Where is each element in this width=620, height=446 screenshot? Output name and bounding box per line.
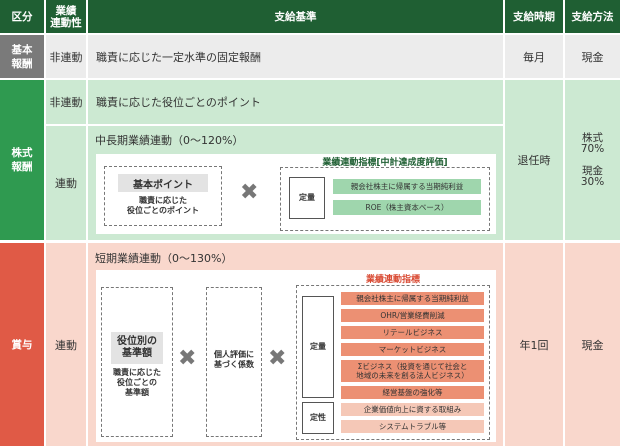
base-timing-text: 毎月 bbox=[523, 50, 545, 64]
stock-nonlinked-criteria-text: 職責に応じた役位ごとのポイント bbox=[96, 96, 261, 109]
bonus-formula-panel: 役位別の 基準額 職責に応じた 役位ごとの 基準額 ✖ 個人評価に 基づく係数 … bbox=[96, 270, 496, 442]
base-amount-desc: 職責に応じた 役位ごとの 基準額 bbox=[113, 368, 161, 397]
header-linkage-text: 業績 連動性 bbox=[50, 4, 82, 29]
bonus-qual-item: システムトラブル等 bbox=[341, 420, 484, 433]
stock-nonlinked-linkage: 非連動 bbox=[46, 80, 86, 124]
base-label-text: 基本 報酬 bbox=[11, 43, 33, 70]
stock-quant-label: 定量 bbox=[289, 177, 325, 219]
bonus-qual-label: 定性 bbox=[302, 402, 334, 434]
stock-nonlinked-criteria: 職責に応じた役位ごとのポイント bbox=[88, 80, 503, 124]
stock-indicator-box: 定量 親会社株主に帰属する当期純利益 ROE（株主資本ベース） bbox=[280, 167, 490, 231]
bonus-qual-item: 企業価値向上に資する取組み bbox=[341, 403, 484, 416]
stock-method: 株式 70% 現金 30% bbox=[565, 80, 620, 240]
bonus-quant-item: マーケットビジネス bbox=[341, 343, 484, 356]
header-linkage: 業績 連動性 bbox=[46, 0, 86, 33]
bonus-timing-text: 年1回 bbox=[519, 338, 549, 352]
bonus-linkage-text: 連動 bbox=[55, 338, 77, 352]
bonus-quant-item: リテールビジネス bbox=[341, 326, 484, 339]
base-method-text: 現金 bbox=[581, 50, 604, 64]
base-label: 基本 報酬 bbox=[0, 35, 44, 78]
header-category: 区分 bbox=[0, 0, 44, 33]
bonus-label-text: 賞与 bbox=[11, 339, 33, 351]
bonus-method: 現金 bbox=[565, 243, 620, 446]
bonus-indicator-box: 定量 定性 親会社株主に帰属する当期純利益 OHR/営業経費削減 リテールビジネ… bbox=[296, 285, 490, 440]
stock-timing: 退任時 bbox=[505, 80, 563, 240]
stock-formula-panel: 基本ポイント 職責に応じた 役位ごとのポイント ✖ 業績連動指標[中計達成度評価… bbox=[96, 154, 496, 234]
multiply-icon: ✖ bbox=[268, 346, 287, 371]
stock-linked-criteria: 中長期業績連動（0〜120%） 基本ポイント 職責に応じた 役位ごとのポイント … bbox=[88, 126, 503, 240]
bonus-timing: 年1回 bbox=[505, 243, 563, 446]
bonus-indicator-title: 業績連動指標 bbox=[365, 275, 420, 285]
header-timing: 支給時期 bbox=[505, 0, 563, 33]
header-criteria: 支給基準 bbox=[88, 0, 503, 33]
bonus-quant-label: 定量 bbox=[302, 296, 334, 398]
stock-indicator-item: ROE（株主資本ベース） bbox=[333, 200, 481, 215]
bonus-quant-item: 経営基盤の強化等 bbox=[341, 386, 484, 399]
bonus-quant-item: Σビジネス（投資を通じて社会と 地域の未来を創る法人ビジネス） bbox=[341, 360, 484, 382]
individual-coef-text: 個人評価に 基づく係数 bbox=[214, 350, 254, 369]
base-linkage: 非連動 bbox=[46, 35, 86, 78]
stock-linked-linkage-text: 連動 bbox=[55, 177, 77, 190]
bonus-method-text: 現金 bbox=[581, 338, 604, 352]
bonus-quant-item: 親会社株主に帰属する当期純利益 bbox=[341, 292, 484, 305]
header-timing-text: 支給時期 bbox=[513, 10, 555, 23]
stock-indicator-item: 親会社株主に帰属する当期純利益 bbox=[333, 179, 481, 194]
bonus-label: 賞与 bbox=[0, 243, 44, 446]
stock-method-text: 株式 70% 現金 30% bbox=[580, 131, 605, 188]
header-criteria-text: 支給基準 bbox=[274, 10, 317, 23]
header-method-text: 支給方法 bbox=[571, 10, 614, 23]
bonus-quant-item: OHR/営業経費削減 bbox=[341, 309, 484, 322]
base-criteria: 職責に応じた一定水準の固定報酬 bbox=[88, 35, 503, 78]
bonus-title: 短期業績連動（0〜130%） bbox=[95, 252, 233, 265]
stock-label: 株式 報酬 bbox=[0, 80, 44, 240]
stock-nonlinked-linkage-text: 非連動 bbox=[49, 96, 83, 109]
bonus-linkage: 連動 bbox=[46, 243, 86, 446]
base-criteria-text: 職責に応じた一定水準の固定報酬 bbox=[96, 50, 261, 64]
stock-linked-title: 中長期業績連動（0〜120%） bbox=[95, 134, 244, 147]
stock-label-text: 株式 報酬 bbox=[11, 147, 33, 173]
multiply-icon: ✖ bbox=[178, 346, 197, 371]
stock-indicator-title: 業績連動指標[中計達成度評価] bbox=[322, 158, 448, 168]
header-category-text: 区分 bbox=[11, 10, 33, 23]
base-method: 現金 bbox=[565, 35, 620, 78]
header-method: 支給方法 bbox=[565, 0, 620, 33]
multiply-icon: ✖ bbox=[240, 180, 259, 205]
stock-linked-linkage: 連動 bbox=[46, 126, 86, 240]
bonus-criteria: 短期業績連動（0〜130%） 役位別の 基準額 職責に応じた 役位ごとの 基準額… bbox=[88, 243, 503, 446]
base-amount-box: 役位別の 基準額 職責に応じた 役位ごとの 基準額 bbox=[101, 287, 173, 437]
base-linkage-text: 非連動 bbox=[49, 50, 83, 64]
individual-coef-box: 個人評価に 基づく係数 bbox=[206, 287, 262, 437]
base-amount-title: 役位別の 基準額 bbox=[111, 332, 163, 364]
base-point-desc: 職責に応じた 役位ごとのポイント bbox=[127, 196, 199, 215]
stock-timing-text: 退任時 bbox=[517, 154, 551, 167]
base-point-box: 基本ポイント 職責に応じた 役位ごとのポイント bbox=[104, 166, 222, 226]
base-point-title: 基本ポイント bbox=[118, 174, 208, 192]
base-timing: 毎月 bbox=[505, 35, 563, 78]
